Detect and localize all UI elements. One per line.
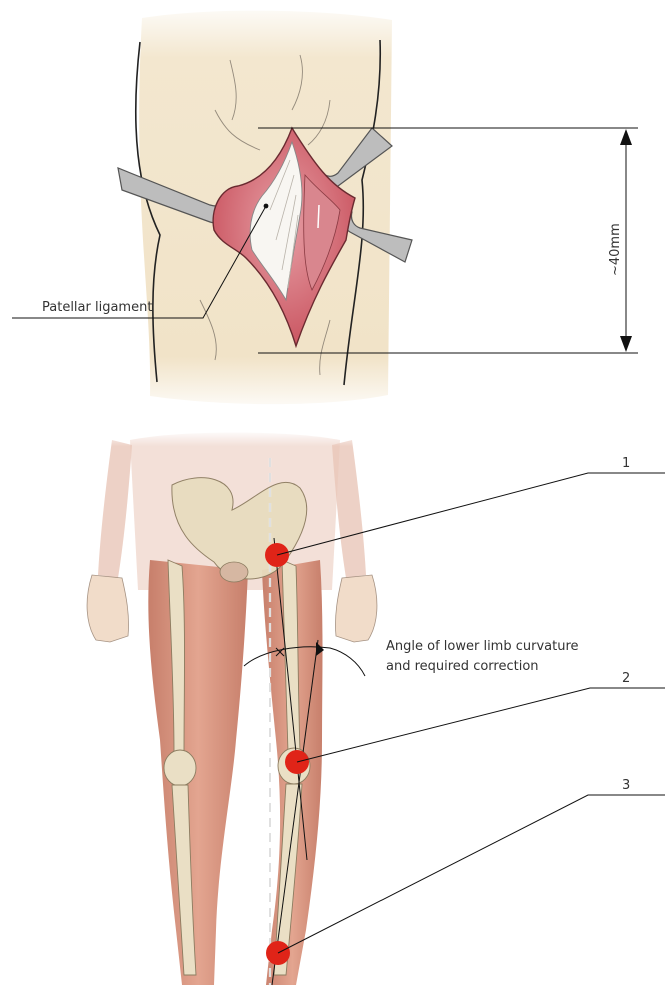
angle-label-line-1: Angle of lower limb curvature xyxy=(386,639,579,654)
tissue-highlight xyxy=(318,205,319,228)
right-hand xyxy=(335,575,376,642)
callout-3-leader xyxy=(278,795,665,953)
incision-length-label: ~40mm xyxy=(608,223,623,276)
callout-2-leader xyxy=(297,688,665,762)
callout-3-number: 3 xyxy=(622,778,630,793)
left-hand xyxy=(87,575,128,642)
callout-2-number: 2 xyxy=(622,671,630,686)
callout-2: 2 xyxy=(297,671,665,762)
dimension-arrowhead-top xyxy=(620,129,632,145)
lower-limb-alignment-figure: 1 2 3 Angle of lower limb curvature and … xyxy=(60,430,665,985)
patellar-ligament-label: Patellar ligament xyxy=(42,300,152,315)
left-knee-joint xyxy=(164,750,196,786)
callout-1-number: 1 xyxy=(622,456,630,471)
callout-3: 3 xyxy=(278,778,665,953)
angle-label-line-2: and required correction xyxy=(386,659,539,674)
pelvis-foramen xyxy=(220,562,248,582)
top-fade-overlay xyxy=(60,430,420,520)
knee-incision-figure: Patellar ligament ~40mm xyxy=(12,11,638,405)
left-leg xyxy=(148,560,248,985)
dimension-arrowhead-bottom xyxy=(620,336,632,352)
